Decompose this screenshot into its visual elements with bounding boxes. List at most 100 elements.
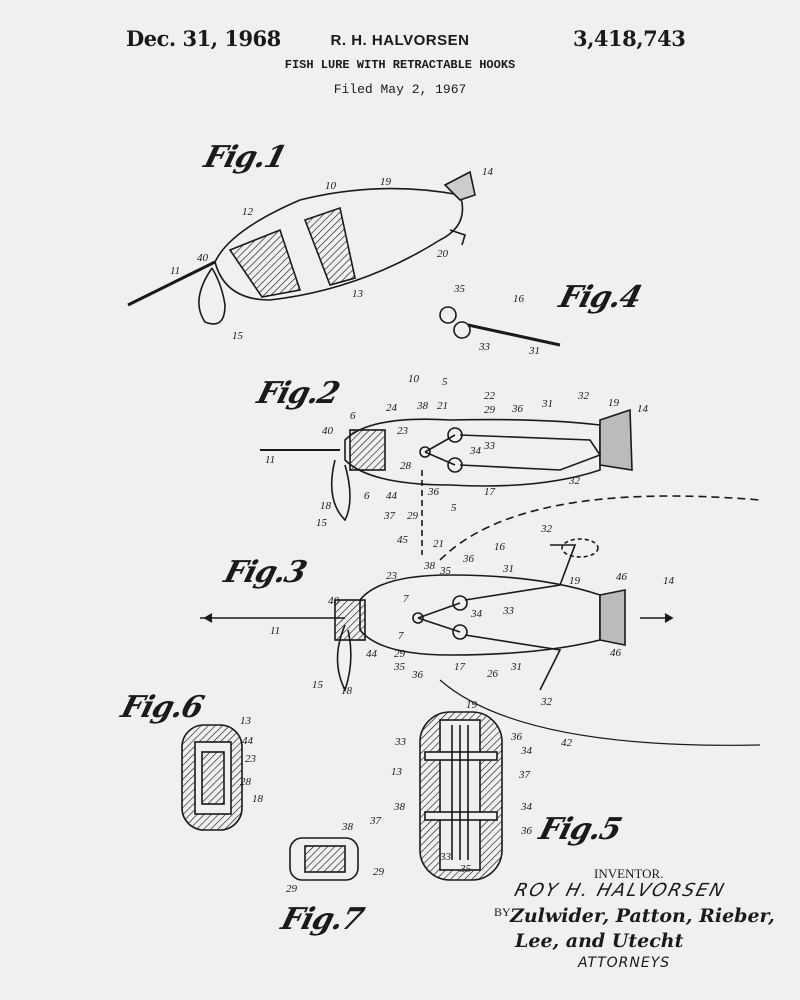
reference-numeral: 31 [542, 398, 553, 410]
reference-numeral: 29 [407, 510, 418, 522]
attorneys-label: ATTORNEYS [578, 955, 671, 971]
reference-numeral: 42 [561, 737, 572, 749]
reference-numeral: 19 [569, 575, 580, 587]
reference-numeral: 5 [451, 502, 457, 514]
reference-numeral: 40 [322, 425, 333, 437]
attorneys-signature-line2: Lee, and Utecht [515, 930, 684, 952]
reference-numeral: 44 [386, 490, 397, 502]
figure-label: Fig.2 [253, 376, 343, 411]
reference-numeral: 29 [373, 866, 384, 878]
attorneys-signature-line1: Zulwider, Patton, Rieber, [510, 905, 775, 927]
reference-numeral: 17 [454, 661, 465, 673]
reference-numeral: 29 [286, 883, 297, 895]
reference-numeral: 37 [384, 510, 395, 522]
reference-numeral: 38 [424, 560, 435, 572]
inventor-name: ROY H. HALVORSEN [512, 880, 729, 901]
reference-numeral: 32 [541, 696, 552, 708]
reference-numeral: 19 [380, 176, 391, 188]
reference-numeral: 36 [428, 486, 439, 498]
reference-numeral: 21 [437, 400, 448, 412]
by-label: BY [494, 905, 511, 919]
reference-numeral: 31 [511, 661, 522, 673]
reference-numeral: 36 [412, 669, 423, 681]
reference-numeral: 40 [197, 252, 208, 264]
reference-numeral: 6 [350, 410, 356, 422]
reference-numeral: 32 [578, 390, 589, 402]
reference-numeral: 44 [366, 648, 377, 660]
figure-label: Fig.4 [555, 280, 645, 315]
reference-numeral: 16 [494, 541, 505, 553]
reference-numeral: 45 [397, 534, 408, 546]
reference-numeral: 34 [471, 608, 482, 620]
reference-numeral: 11 [265, 454, 276, 466]
reference-numeral: 33 [395, 736, 406, 748]
fig1-lure-drawing [127, 170, 476, 325]
figure-label: Fig.5 [535, 812, 625, 847]
inventor-header: R. H. HALVORSEN [330, 32, 470, 49]
reference-numeral: 16 [513, 293, 524, 305]
fig2-lure-drawing [260, 408, 633, 555]
reference-numeral: 18 [320, 500, 331, 512]
reference-numeral: 38 [394, 801, 405, 813]
reference-numeral: 32 [541, 523, 552, 535]
reference-numeral: 29 [394, 648, 405, 660]
reference-numeral: 6 [364, 490, 370, 502]
figure-label: Fig.3 [220, 555, 310, 590]
reference-numeral: 21 [433, 538, 444, 550]
reference-numeral: 5 [442, 376, 448, 388]
reference-numeral: 28 [400, 460, 411, 472]
inventor-label: INVENTOR. [594, 866, 664, 881]
figure-label: Fig.1 [200, 140, 290, 175]
reference-numeral: 18 [252, 793, 263, 805]
reference-numeral: 15 [316, 517, 327, 529]
reference-numeral: 34 [521, 801, 532, 813]
reference-numeral: 12 [242, 206, 253, 218]
reference-numeral: 13 [352, 288, 363, 300]
reference-numeral: 10 [408, 373, 419, 385]
reference-numeral: 36 [511, 731, 522, 743]
reference-numeral: 29 [484, 404, 495, 416]
reference-numeral: 14 [663, 575, 674, 587]
reference-numeral: 38 [417, 400, 428, 412]
reference-numeral: 33 [503, 605, 514, 617]
reference-numeral: 33 [479, 341, 490, 353]
reference-numeral: 26 [487, 668, 498, 680]
reference-numeral: 46 [616, 571, 627, 583]
reference-numeral: 13 [240, 715, 251, 727]
reference-numeral: 20 [437, 248, 448, 260]
reference-numeral: 19 [608, 397, 619, 409]
reference-numeral: 14 [637, 403, 648, 415]
reference-numeral: 35 [460, 863, 471, 875]
filed-date: Filed May 2, 1967 [333, 82, 467, 97]
reference-numeral: 33 [484, 440, 495, 452]
fig3-lure-drawing [200, 495, 761, 746]
reference-numeral: 23 [245, 753, 256, 765]
reference-numeral: 36 [512, 403, 523, 415]
reference-numeral: 17 [484, 486, 495, 498]
reference-numeral: 11 [170, 265, 181, 277]
patent-number: 3,418,743 [573, 26, 686, 51]
figure-label: Fig.6 [117, 690, 207, 725]
reference-numeral: 23 [397, 425, 408, 437]
reference-numeral: 31 [503, 563, 514, 575]
reference-numeral: 37 [370, 815, 381, 827]
fig4-pin-drawing [439, 306, 561, 347]
reference-numeral: 14 [482, 166, 493, 178]
reference-numeral: 7 [398, 630, 404, 642]
reference-numeral: 36 [463, 553, 474, 565]
reference-numeral: 10 [325, 180, 336, 192]
patent-title: FISH LURE WITH RETRACTABLE HOOKS [284, 58, 516, 72]
reference-numeral: 23 [386, 570, 397, 582]
reference-numeral: 15 [312, 679, 323, 691]
fig6-section-drawing [181, 724, 243, 831]
reference-numeral: 13 [391, 766, 402, 778]
figure-label: Fig.7 [277, 902, 367, 937]
reference-numeral: 22 [484, 390, 495, 402]
reference-numeral: 35 [440, 565, 451, 577]
reference-numeral: 44 [242, 735, 253, 747]
reference-numeral: 28 [240, 776, 251, 788]
fig7-detail-drawing [289, 837, 359, 881]
reference-numeral: 35 [454, 283, 465, 295]
fig5-section-drawing [419, 711, 503, 881]
